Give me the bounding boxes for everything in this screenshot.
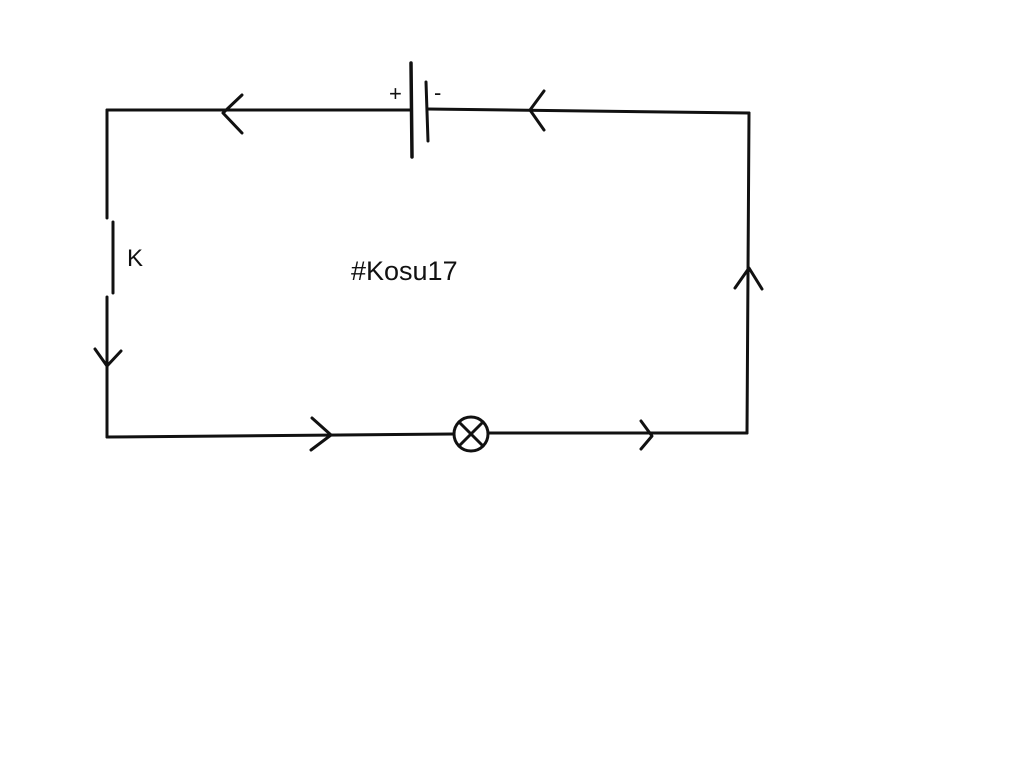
lamp-circle [452,415,490,453]
lamp-cross-b [457,420,485,448]
lamp [452,415,490,453]
battery-positive-plate [409,61,414,159]
battery-negative-plate [424,80,430,143]
top-right-wire [425,107,751,115]
battery-positive-label: + [389,81,402,106]
watermark-text: #Kosu17 [351,256,458,286]
bottom-left-wire [105,432,456,439]
arrow-bottom-right [639,419,654,451]
arrow-bottom-left [309,416,333,452]
current-arrows [93,89,764,452]
arrow-right-up [733,266,764,291]
arrow-top-right [528,89,546,132]
battery [409,61,430,159]
switch-label: K [127,245,143,272]
arrow-top-left [221,93,244,135]
battery-negative-label: - [434,80,441,105]
right-wire [745,111,751,435]
arrow-left-down [93,347,123,368]
circuit-wires [105,107,751,439]
